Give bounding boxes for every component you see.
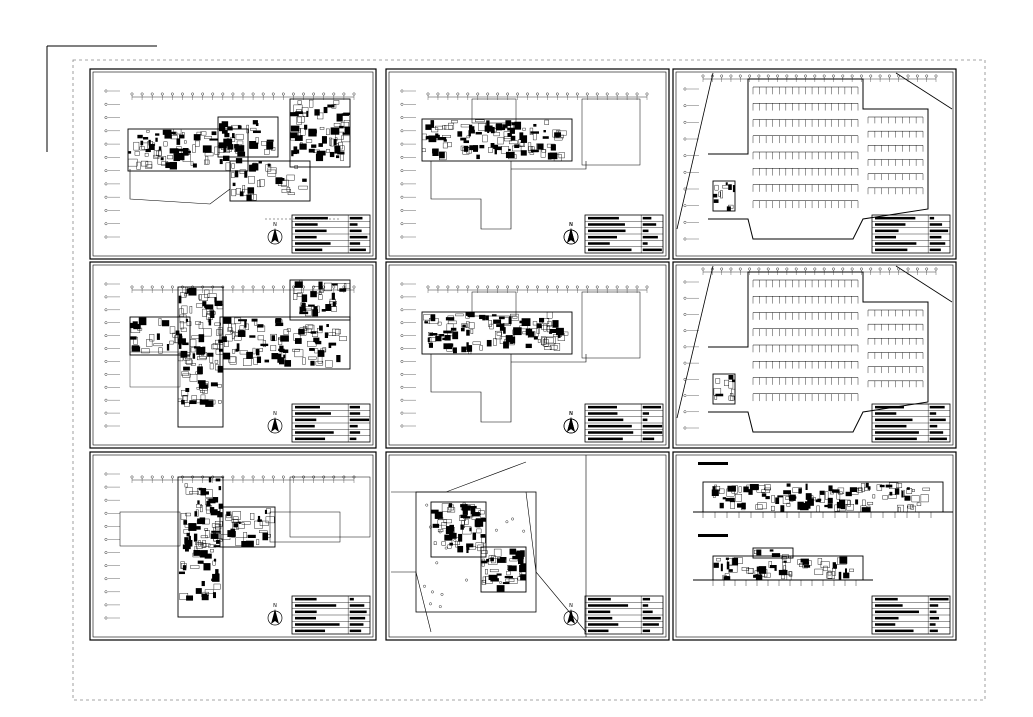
building-block (177, 476, 224, 618)
building-block (702, 481, 944, 513)
grid-axis-left (683, 280, 699, 430)
north-arrow-icon: N (267, 603, 283, 626)
grid-axis-left (400, 282, 416, 428)
north-label: N (273, 222, 277, 228)
elevation-drawing (693, 462, 953, 586)
north-label: N (273, 411, 277, 417)
building-block (217, 116, 279, 158)
building-block (712, 555, 864, 581)
drawing-sheet-parking-plan-a[interactable] (672, 68, 957, 260)
north-label: N (569, 222, 573, 228)
grid-axis-top (426, 285, 649, 293)
title-block (871, 595, 951, 635)
north-label: N (569, 411, 573, 417)
parking-bays (752, 279, 859, 402)
building-block (421, 118, 573, 162)
drawing-sheet-site-plan[interactable]: N (385, 451, 670, 641)
drawing-sheet-elevations[interactable] (672, 451, 957, 641)
grid-axis-left (104, 89, 120, 239)
building-block (289, 279, 351, 321)
drawing-sheet-parking-plan-b[interactable] (672, 261, 957, 449)
drawing-sheet-plan-upper-level-b[interactable]: NN (385, 261, 670, 449)
drawing-sheet-plan-level-1[interactable]: N (89, 68, 377, 260)
grid-axis-top (426, 92, 649, 100)
page-border (72, 59, 986, 701)
north-label: N (273, 603, 277, 609)
title-block (584, 214, 664, 254)
building-block (219, 506, 276, 548)
title-block (291, 403, 371, 443)
parking-structure (708, 78, 929, 240)
grid-axis-top (130, 92, 356, 100)
title-block (584, 403, 664, 443)
grid-axis-top (130, 475, 356, 483)
title-block (584, 595, 664, 635)
building-block (480, 546, 527, 593)
crop-mark (46, 45, 157, 152)
building-block (421, 311, 573, 355)
grid-axis-left (104, 282, 120, 428)
drawing-sheet-plan-level-3[interactable]: N (89, 451, 377, 641)
grid-axis-top (130, 285, 356, 293)
parking-bays (867, 309, 924, 388)
north-label: N (569, 603, 573, 609)
grid-axis-left (400, 89, 416, 239)
parking-bays (867, 116, 924, 195)
grid-axis-left (683, 87, 699, 241)
title-block (291, 214, 371, 254)
title-block (291, 595, 371, 635)
building-block (219, 316, 351, 370)
building-block (752, 547, 794, 559)
drawing-sheet-plan-level-2[interactable]: N (89, 261, 377, 449)
north-arrow-icon: N (267, 411, 283, 434)
north-label: N (569, 222, 573, 228)
north-arrow-icon: N (563, 411, 579, 434)
parking-structure (708, 271, 929, 433)
grid-axis-left (104, 472, 120, 620)
north-arrow-icon: N (267, 222, 283, 245)
building-block (289, 98, 351, 168)
north-arrow-icon: N (563, 603, 579, 626)
title-block (871, 403, 951, 443)
building-block (712, 180, 736, 212)
building-block (430, 501, 487, 558)
parking-bays (752, 86, 859, 209)
building-block (712, 373, 736, 405)
building-block (229, 160, 311, 202)
north-label: N (569, 411, 573, 417)
north-arrow-icon: N (563, 222, 579, 245)
drawing-sheet-plan-upper-level-a[interactable]: NN (385, 68, 670, 260)
title-block (871, 214, 951, 254)
building-block (127, 128, 249, 172)
